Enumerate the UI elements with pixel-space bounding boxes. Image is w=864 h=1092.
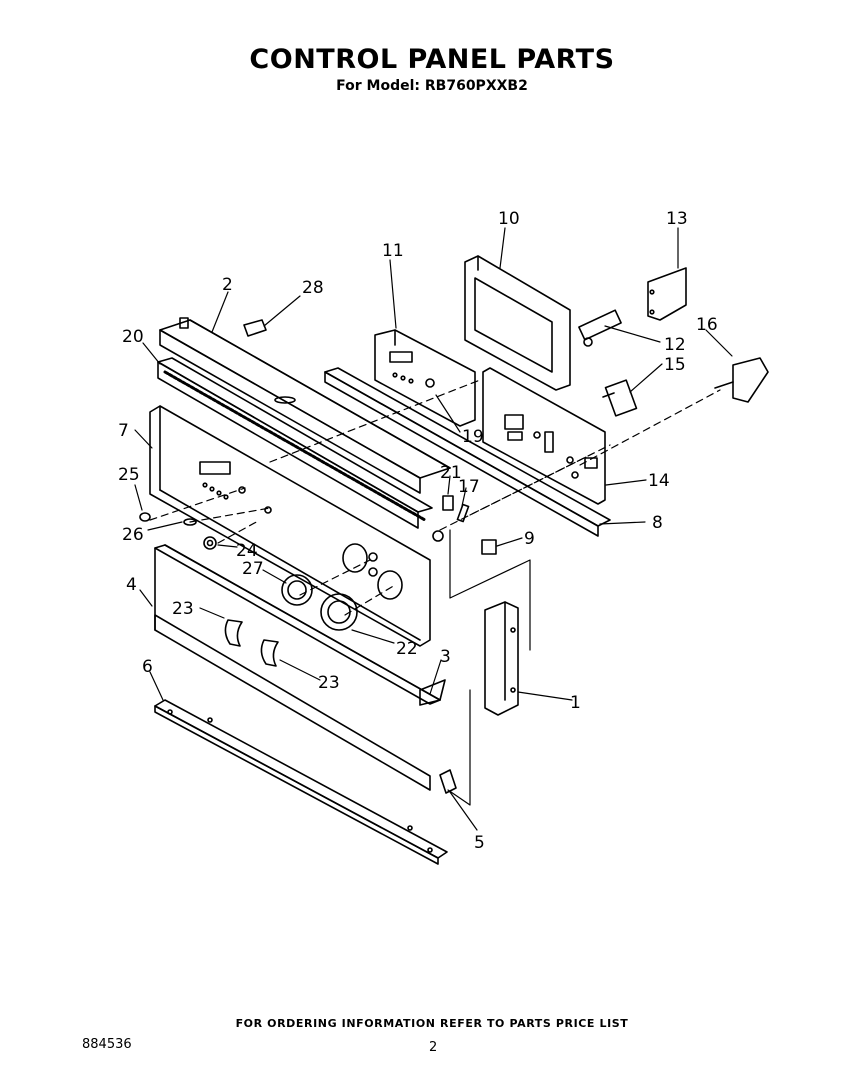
callout-label: 15 [664, 355, 686, 375]
part-display-frame [464, 255, 571, 391]
callout-label: 12 [664, 335, 686, 355]
callout-label: 8 [652, 513, 663, 533]
part-bottom-bracket [154, 699, 448, 865]
callout-label: 23 [172, 599, 194, 619]
page-title: CONTROL PANEL PARTS [249, 44, 615, 75]
callout-label: 4 [126, 575, 137, 595]
callout-label: 16 [696, 315, 718, 335]
callout-label: 14 [648, 471, 670, 491]
callout-labels: 1 2 3 4 5 6 7 8 9 10 11 12 13 14 15 16 1… [118, 209, 718, 853]
callout-label: 1 [570, 693, 581, 713]
ordering-note: FOR ORDERING INFORMATION REFER TO PARTS … [235, 1017, 629, 1030]
callout-label: 28 [302, 278, 324, 298]
part-clip-28 [243, 319, 267, 337]
callout-label: 26 [122, 525, 144, 545]
callout-label: 25 [118, 465, 140, 485]
callout-label: 24 [236, 541, 258, 561]
part-fasteners [139, 512, 217, 550]
callout-label: 23 [318, 673, 340, 693]
callout-label: 27 [242, 559, 264, 579]
part-display-module [374, 329, 476, 427]
part-vent-strip [157, 357, 433, 529]
callout-label: 19 [462, 427, 484, 447]
part-bracket-13 [578, 267, 687, 347]
model-subtitle: For Model: RB760PXXB2 [336, 78, 528, 94]
callout-label: 7 [118, 421, 129, 441]
callout-label: 21 [440, 463, 462, 483]
part-small-parts [432, 495, 497, 555]
part-lower-trim [154, 544, 446, 791]
callout-label: 2 [222, 275, 233, 295]
part-handles [224, 619, 279, 667]
assembly-lines [149, 379, 721, 616]
part-switches [602, 357, 769, 417]
callout-label: 22 [396, 639, 418, 659]
callout-label: 10 [498, 209, 520, 229]
callout-label: 6 [142, 657, 153, 677]
part-knobs [281, 574, 358, 631]
part-side-bracket [439, 601, 519, 794]
part-rail [324, 367, 611, 537]
connection-lines [447, 529, 531, 806]
callout-label: 13 [666, 209, 688, 229]
page-number: 2 [429, 1040, 438, 1055]
document-number: 884536 [82, 1037, 132, 1052]
callout-label: 9 [524, 529, 535, 549]
callout-label: 17 [458, 477, 480, 497]
callout-label: 11 [382, 241, 404, 261]
callout-label: 3 [440, 647, 451, 667]
callout-label: 5 [474, 833, 485, 853]
leader-lines [134, 227, 733, 831]
callout-label: 20 [122, 327, 144, 347]
part-trim-top [159, 317, 451, 494]
part-control-panel [149, 405, 431, 647]
